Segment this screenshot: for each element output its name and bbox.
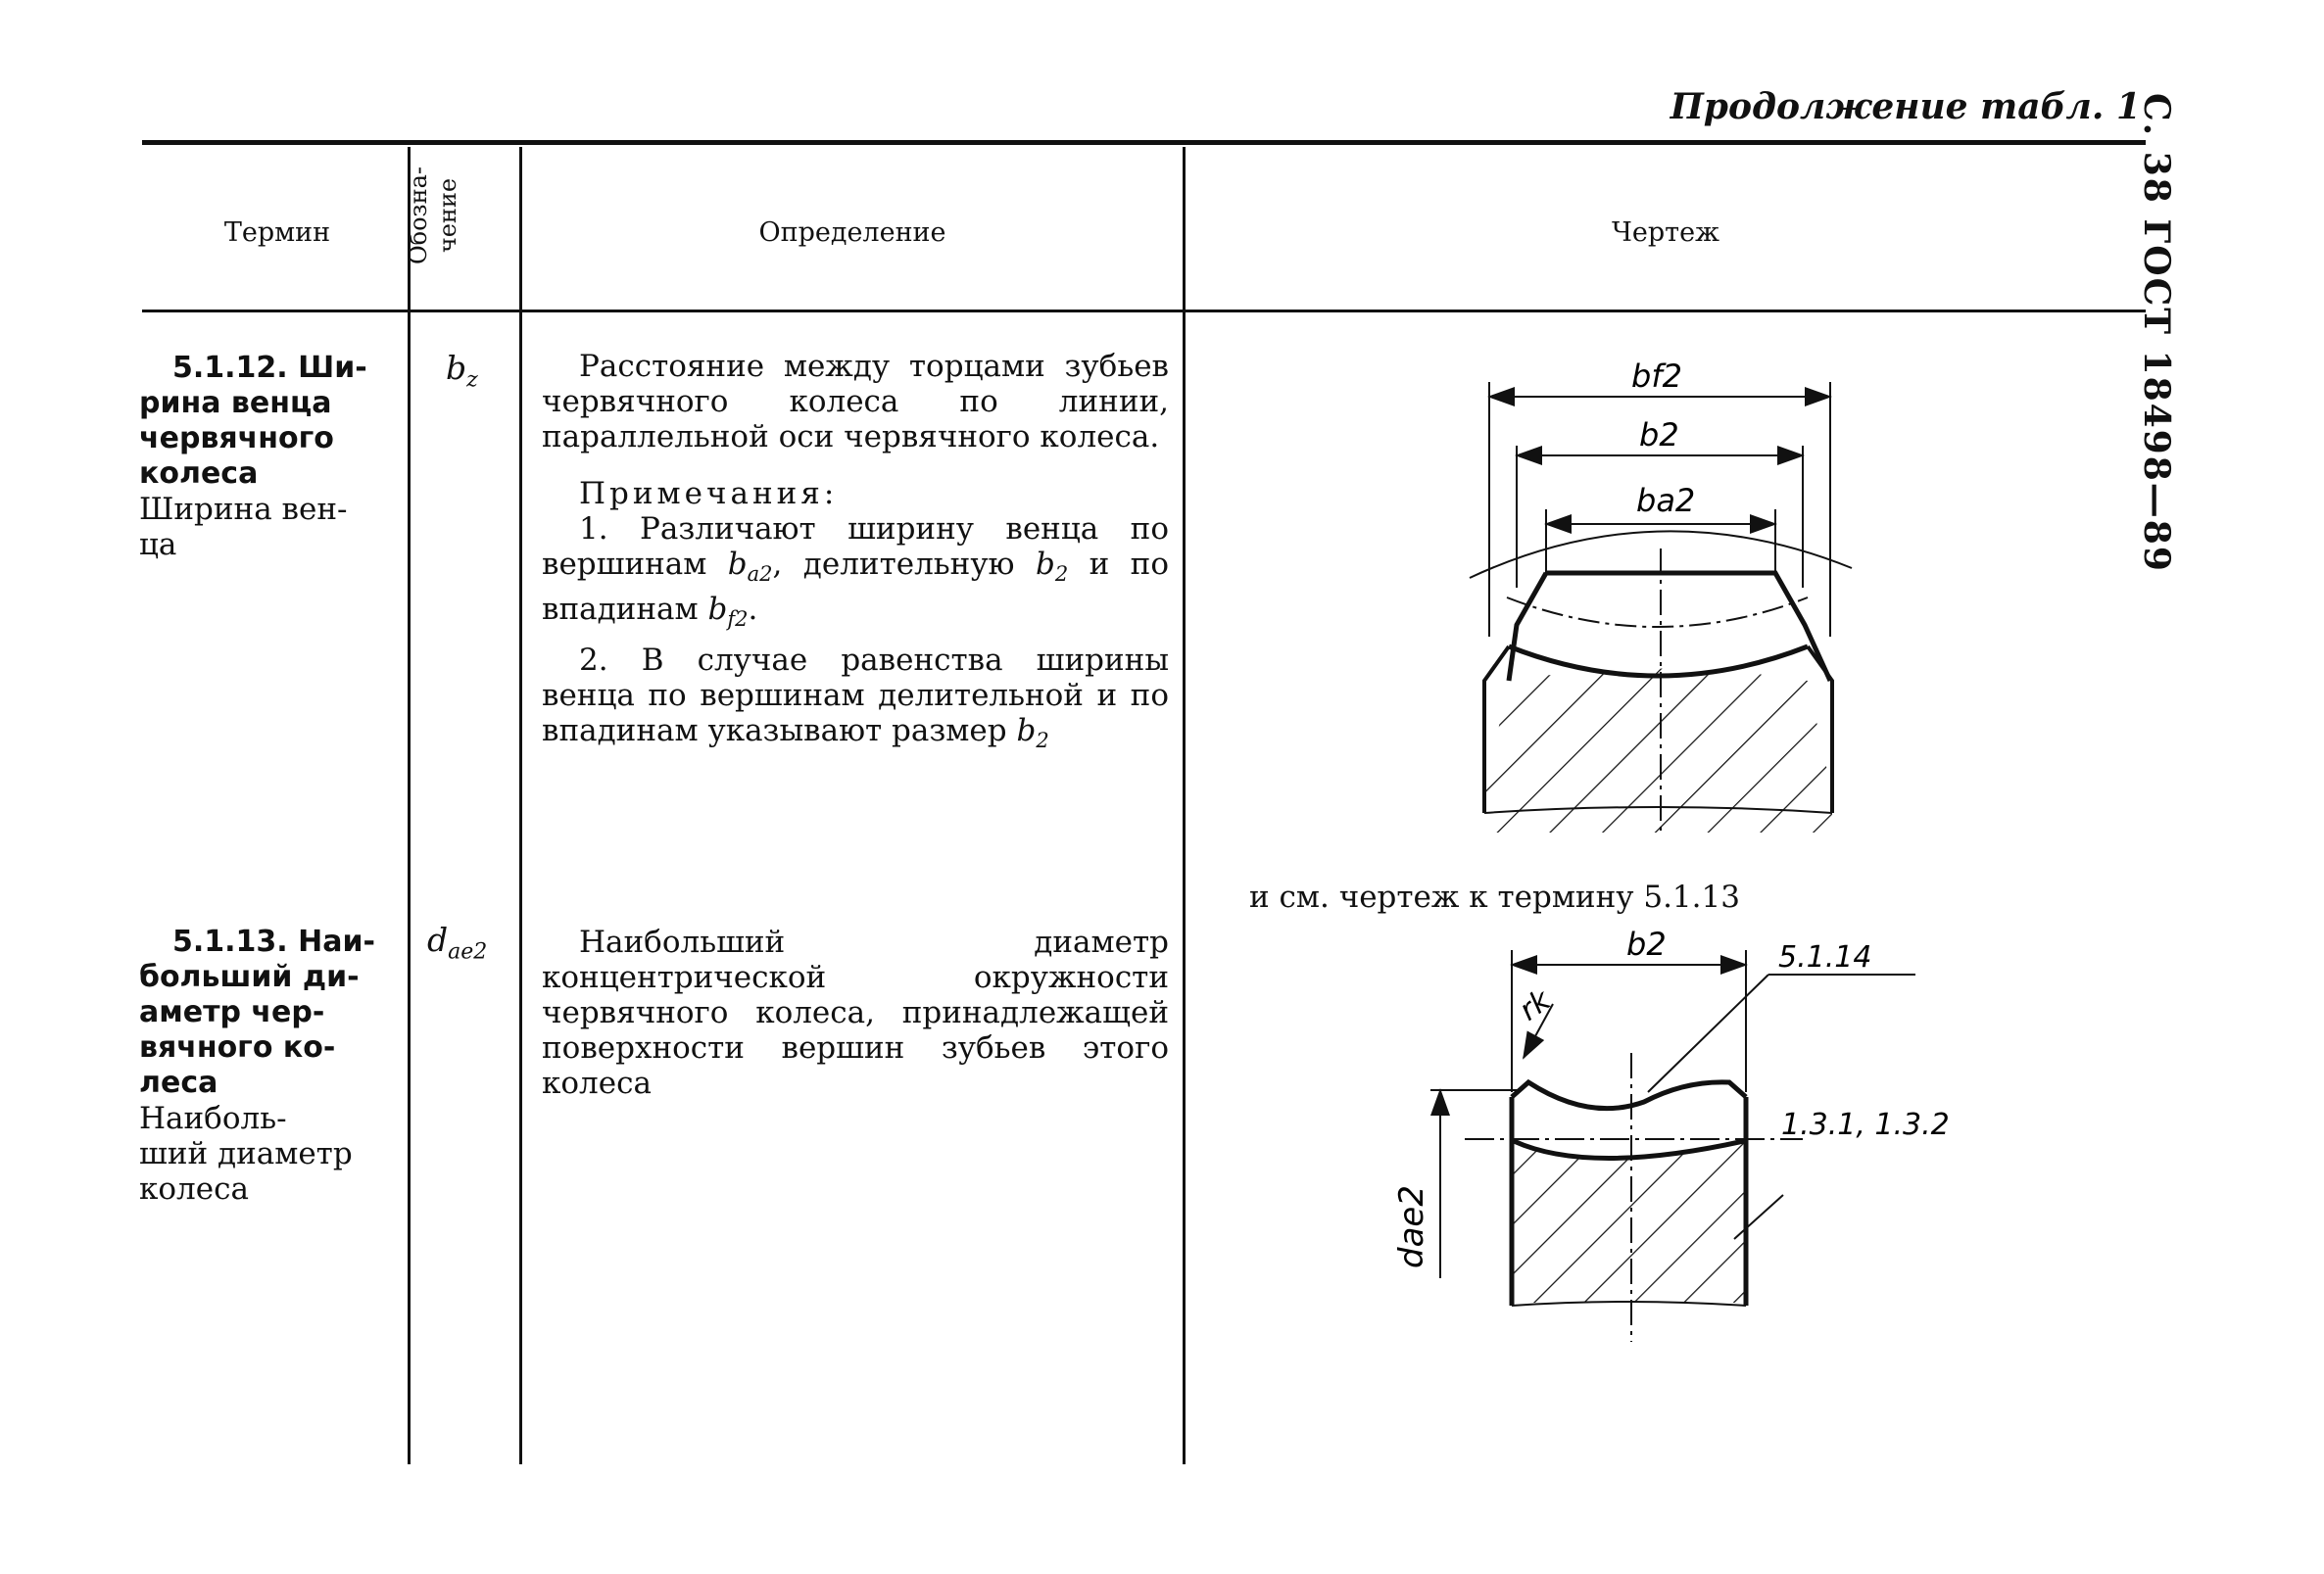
note-2: 2. В случае равенства ширины венца по ве… [542,643,1169,753]
column-divider-3 [1183,147,1186,1464]
see-drawing-note: и см. чертеж к термину 5.1.13 [1249,880,1740,915]
definition-5-1-12: Расстояние между торцами зубьев червячно… [542,349,1169,759]
label-b2: b2 [1626,926,1667,963]
header-symbol: Обозна- чение [405,166,461,265]
label-dae2: dae2 [1392,1185,1431,1268]
term-bold-line: леса [139,1066,218,1100]
term-short-line: ший диаметр [139,1136,353,1171]
side-page-number: С. 38 ГОСТ 18498—89 [2136,93,2177,573]
definition-5-1-13: Наибольший диаметр концентрической окруж… [542,925,1169,1101]
term-short-line: колеса [139,1171,249,1207]
symbol-dae2: dae2 [427,921,488,965]
column-divider-2 [519,147,522,1464]
term-bold-line: червячного [139,421,334,455]
term-short-line: Наиболь- [139,1101,287,1136]
label-bf2: bf2 [1631,358,1682,395]
term-bold-line: колеса [139,456,259,491]
label-ba2: ba2 [1636,482,1695,519]
term-bold-line: аметр чер- [139,995,325,1029]
label-ref-5-1-14: 5.1.14 [1778,940,1871,975]
continuation-title: Продолжение табл. 1 [1670,86,2141,127]
term-short-line: Ширина вен- [139,492,348,527]
term-short-line: ца [139,527,177,562]
label-rk: rk [1514,982,1559,1028]
drawing-5-1-12: bf2 b2 ba2 [1469,358,1853,833]
header-drawing: Чертеж [1612,217,1719,248]
header-definition: Определение [758,217,946,248]
term-5-1-12: 5.1.12. Ши- рина венца червячного колеса… [139,351,400,562]
header-term: Термин [223,217,331,248]
term-bold-line: 5.1.12. Ши- [172,351,367,385]
drawing-5-1-13: b2 rk 5.1.14 dae2 1.3.1, 1.3.2 [1392,926,1950,1342]
note-1: 1. Различают ширину венца по вершинам ba… [542,511,1169,632]
term-5-1-13: 5.1.13. Наи- больший ди- аметр чер- вячн… [139,925,400,1207]
term-bold-line: 5.1.13. Наи- [172,925,375,959]
term-bold-line: рина венца [139,386,332,420]
definition-text: Наибольший диаметр концентрической окруж… [542,925,1169,1101]
label-ref-1-3-1: 1.3.1, 1.3.2 [1781,1108,1950,1142]
definition-text: Расстояние между торцами зубьев червячно… [542,349,1169,454]
term-bold-line: вячного ко- [139,1030,336,1065]
header-bottom-rule [142,310,2146,312]
table-top-rule [142,140,2146,145]
notes-title: Примечания: [579,476,839,511]
symbol-bz: bz [446,349,478,393]
term-bold-line: больший ди- [139,960,360,994]
label-b2: b2 [1639,416,1679,453]
column-divider-1 [408,147,411,1464]
